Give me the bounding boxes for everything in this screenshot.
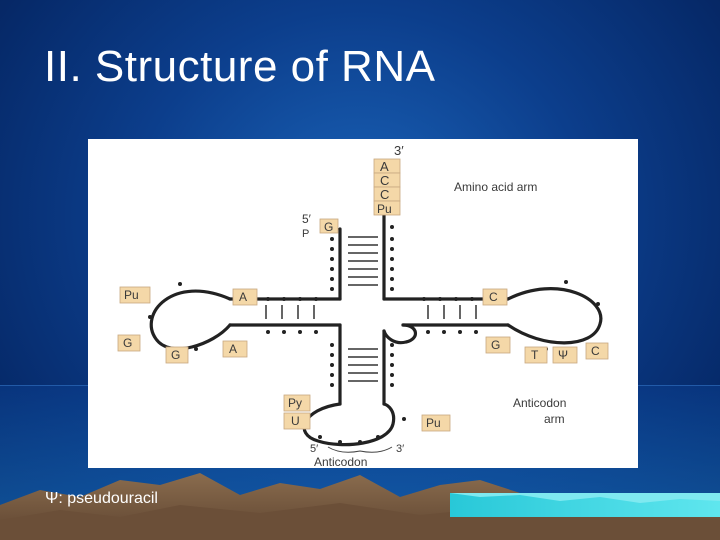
slide-title: II. Structure of RNA (44, 42, 436, 91)
amino-acid-arm-label: Amino acid arm (454, 180, 537, 194)
d-loop-a: A (239, 290, 247, 304)
d-loop-a-bottom: A (229, 342, 237, 356)
base-boxes (117, 158, 609, 432)
anticodon-py: Py (288, 396, 302, 410)
three-prime-label: 3′ (394, 143, 404, 158)
unpaired-nucleotide-dots (148, 225, 600, 444)
acceptor-base-4: Pu (377, 202, 392, 216)
d-loop-g-bottom: G (171, 348, 180, 362)
trna-diagram: 3′ A C C Pu 5′ P G Amino acid arm Pu A G… (88, 139, 638, 468)
acceptor-base-1: A (380, 159, 389, 174)
anticodon-five-prime: 5′ (310, 443, 318, 455)
anticodon-arm-label-line2: arm (544, 412, 565, 426)
phosphate-label: P (302, 228, 309, 240)
trna-cloverleaf: 3′ A C C Pu 5′ P G Amino acid arm Pu A G… (117, 143, 609, 468)
footnote-pseudouracil: Ψ: pseudouracil (45, 490, 158, 507)
anticodon-three-prime: 3′ (396, 443, 404, 455)
acceptor-base-2: C (380, 173, 389, 188)
d-loop-g-left: G (123, 336, 132, 350)
t-loop-c-top: C (489, 290, 498, 304)
anticodon-u: U (291, 414, 300, 428)
anticodon-label: Anticodon (314, 455, 367, 468)
anticodon-brace (327, 446, 393, 453)
t-loop-g: G (491, 338, 500, 352)
base-pair-rungs (265, 236, 477, 382)
d-loop-pu: Pu (124, 288, 139, 302)
t-loop-psi: Ψ (558, 348, 568, 362)
anticodon-arm-label-line1: Anticodon (513, 396, 566, 410)
t-loop-t: T (531, 348, 539, 362)
five-prime-g-base: G (324, 220, 333, 234)
anticodon-pu: Pu (426, 416, 441, 430)
acceptor-base-3: C (380, 187, 389, 202)
t-loop-c-right: C (591, 344, 600, 358)
five-prime-label: 5′ (302, 212, 312, 226)
